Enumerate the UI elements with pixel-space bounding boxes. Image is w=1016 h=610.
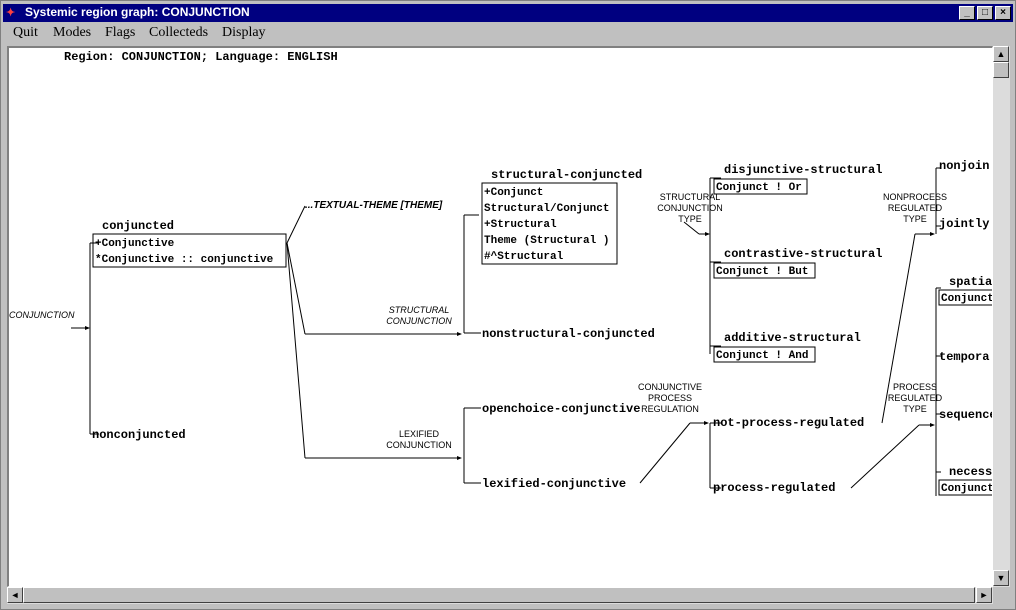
- menu-collecteds[interactable]: Collecteds: [149, 25, 209, 40]
- feature-not-process-regulated[interactable]: not-process-regulated: [713, 416, 864, 430]
- feature-conjuncted[interactable]: conjuncted: [102, 219, 174, 233]
- realization-conjuncted-2: *Conjunctive :: conjunctive: [95, 254, 274, 266]
- graph-canvas[interactable]: Region: CONJUNCTION; Language: ENGLISH: [7, 46, 993, 587]
- feature-lexified-conjunctive[interactable]: lexified-conjunctive: [482, 477, 626, 491]
- feature-disjunctive-structural[interactable]: disjunctive-structural: [724, 163, 882, 177]
- system-label-conjunctive-process-regulation-3: REGULATION: [641, 404, 699, 414]
- realization-box-structural-conjuncted: [481, 182, 618, 265]
- maximize-button[interactable]: □: [977, 6, 993, 20]
- system-label-structural-conjunction-type-1: STRUCTURAL: [660, 192, 721, 202]
- menu-flags[interactable]: Flags: [105, 25, 136, 40]
- system-label-structural-conjunction-type-2: CONJUNCTION: [657, 203, 723, 213]
- menu-quit[interactable]: Quit: [13, 25, 38, 40]
- feature-nonjoin[interactable]: nonjoin: [939, 159, 989, 173]
- system-label-process-regulated-type-3: TYPE: [903, 404, 927, 414]
- feature-sequence[interactable]: sequence: [939, 408, 993, 422]
- window-title: Systemic region graph: CONJUNCTION: [25, 5, 250, 19]
- scrollbar-corner: [993, 587, 1010, 604]
- realization-box-conjuncted: [92, 233, 287, 268]
- network-lines: [71, 167, 941, 496]
- realization-spatia: Conjunct: [941, 293, 993, 305]
- realization-structural-conjuncted-5: #^Structural: [484, 251, 564, 263]
- realization-structural-conjuncted-4: Theme (Structural ): [484, 235, 609, 247]
- close-button[interactable]: ×: [995, 6, 1011, 20]
- feature-tempora[interactable]: tempora: [939, 350, 989, 364]
- system-label-nonprocess-regulated-type-2: REGULATED: [888, 203, 943, 213]
- system-label-nonprocess-regulated-type-3: TYPE: [903, 214, 927, 224]
- realization-box-spatia: [938, 289, 992, 306]
- feature-jointly[interactable]: jointly: [939, 217, 989, 231]
- system-label-structural-conjunction-type-3: TYPE: [678, 214, 702, 224]
- feature-contrastive-structural[interactable]: contrastive-structural: [724, 247, 882, 261]
- menu-bar: Quit Modes Flags Collecteds Display: [3, 23, 1013, 43]
- title-bar[interactable]: ✦ Systemic region graph: CONJUNCTION _ □…: [3, 4, 1013, 22]
- system-label-structural-conjunction-1: STRUCTURAL: [389, 305, 450, 315]
- feature-nonstructural-conjuncted[interactable]: nonstructural-conjuncted: [482, 327, 655, 341]
- realization-structural-conjuncted-3: +Structural: [484, 219, 557, 231]
- feature-structural-conjuncted[interactable]: structural-conjuncted: [491, 168, 642, 182]
- scroll-left-button[interactable]: ◄: [7, 587, 23, 603]
- system-label-lexified-conjunction-1: LEXIFIED: [399, 429, 440, 439]
- vertical-scrollbar[interactable]: ▲ ▼: [993, 46, 1010, 587]
- menu-display[interactable]: Display: [222, 25, 266, 40]
- realization-structural-conjuncted-1: +Conjunct: [484, 187, 543, 199]
- horizontal-scroll-thumb[interactable]: [23, 587, 975, 603]
- scroll-up-button[interactable]: ▲: [993, 46, 1009, 62]
- realization-contrastive-structural: Conjunct ! But: [716, 266, 808, 278]
- horizontal-scrollbar[interactable]: ◄ ►: [7, 587, 993, 604]
- system-label-nonprocess-regulated-type-1: NONPROCESS: [883, 192, 947, 202]
- app-icon[interactable]: ✦: [6, 7, 16, 19]
- realization-box-disjunctive-structural: [713, 178, 808, 195]
- region-header: Region: CONJUNCTION; Language: ENGLISH: [64, 50, 338, 64]
- systemic-network: Region: CONJUNCTION; Language: ENGLISH: [9, 50, 993, 496]
- minimize-button[interactable]: _: [959, 6, 975, 20]
- system-label-process-regulated-type-1: PROCESS: [893, 382, 937, 392]
- system-label-conjunctive-process-regulation-2: PROCESS: [648, 393, 692, 403]
- system-label-structural-conjunction-2: CONJUNCTION: [386, 316, 452, 326]
- realization-structural-conjuncted-2: Structural/Conjunct: [484, 203, 609, 215]
- realization-box-contrastive-structural: [713, 262, 816, 279]
- feature-additive-structural[interactable]: additive-structural: [724, 331, 861, 345]
- system-label-lexified-conjunction-2: CONJUNCTION: [386, 440, 452, 450]
- system-label-process-regulated-type-2: REGULATED: [888, 393, 943, 403]
- system-label-conjunctive-process-regulation-1: CONJUNCTIVE: [638, 382, 702, 392]
- realization-conjuncted-1: +Conjunctive: [95, 238, 175, 250]
- menu-modes[interactable]: Modes: [53, 25, 92, 40]
- feature-openchoice-conjunctive[interactable]: openchoice-conjunctive: [482, 402, 640, 416]
- feature-process-regulated[interactable]: process-regulated: [713, 481, 835, 495]
- realization-box-additive-structural: [713, 346, 816, 363]
- scroll-right-button[interactable]: ►: [976, 587, 992, 603]
- scroll-down-button[interactable]: ▼: [993, 570, 1009, 586]
- realization-disjunctive-structural: Conjunct ! Or: [716, 182, 802, 194]
- system-label-conjunction: CONJUNCTION: [9, 310, 75, 320]
- feature-nonconjuncted[interactable]: nonconjuncted: [92, 428, 186, 442]
- feature-spatia[interactable]: spatia: [949, 275, 992, 289]
- realization-necess: Conjunct: [941, 483, 993, 495]
- feature-necess[interactable]: necess: [949, 465, 992, 479]
- vertical-scroll-thumb[interactable]: [993, 62, 1009, 78]
- realization-box-necess: [938, 479, 992, 496]
- gate-label: ...TEXTUAL-THEME [THEME]: [305, 200, 443, 211]
- realization-additive-structural: Conjunct ! And: [716, 350, 808, 362]
